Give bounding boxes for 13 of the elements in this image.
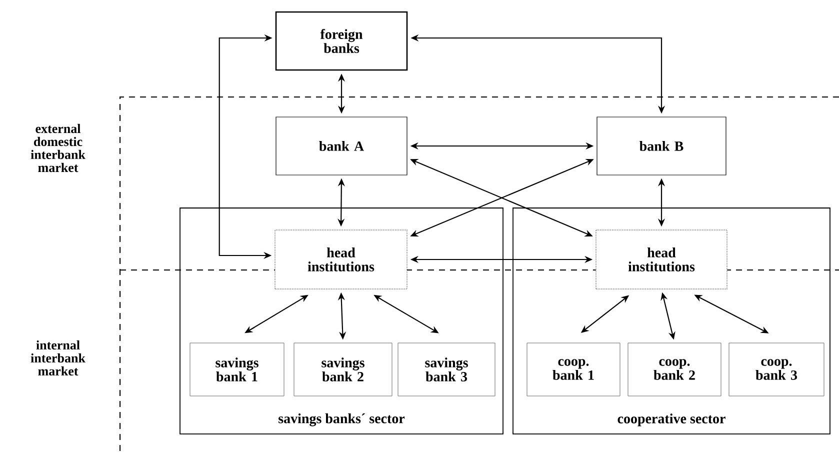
market-label: external domestic interbank market — [30, 124, 86, 172]
bank-box: savings bank 3 — [398, 342, 496, 396]
bank-box: savings bank 1 — [190, 342, 284, 396]
bank-box: savings bank 2 — [294, 342, 392, 396]
bank-box: foreign banks — [275, 11, 408, 71]
bank-box: coop. bank 1 — [526, 342, 620, 396]
market-label: internal interbank market — [30, 340, 86, 376]
institution-box: head institutions — [596, 230, 728, 290]
bank-box: coop. bank 3 — [728, 342, 824, 396]
bank-box: coop. bank 2 — [628, 342, 722, 396]
institution-box: head institutions — [274, 230, 408, 290]
bank-box: bank B — [596, 116, 726, 176]
bank-box: bank A — [276, 116, 408, 176]
